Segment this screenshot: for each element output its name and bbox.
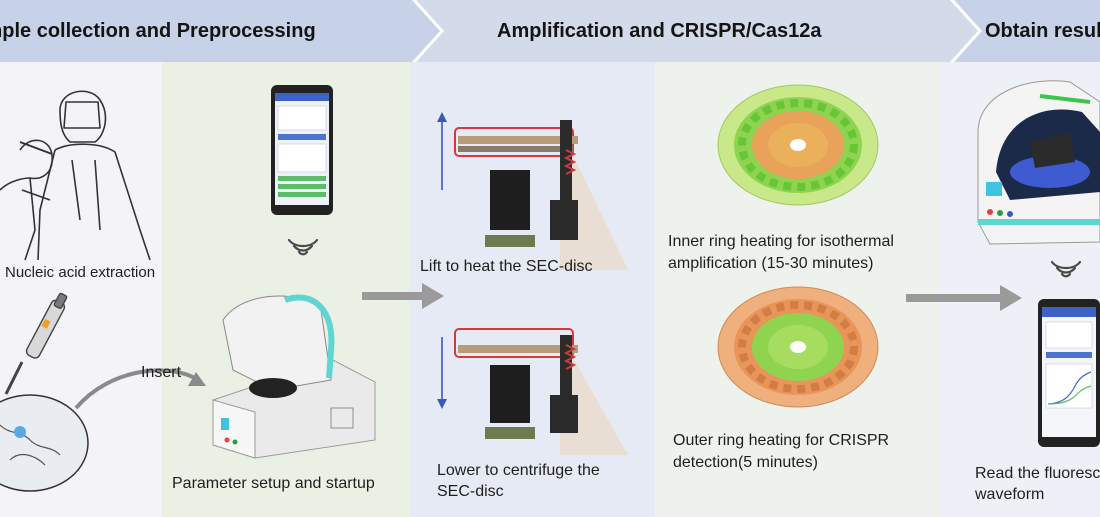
lift-mechanism-icon xyxy=(437,112,628,270)
pipette-icon xyxy=(4,292,68,395)
insert-arrow xyxy=(74,368,206,410)
wireless-signal-icon-results xyxy=(1050,260,1082,278)
label-insert: Insert xyxy=(141,364,182,381)
fluorescence-reader-icon xyxy=(977,80,1100,245)
label-parameter-setup: Parameter setup and startup xyxy=(172,475,375,492)
flow-arrow-1 xyxy=(362,283,444,309)
label-inner-line1: Inner ring heating for isothermal xyxy=(668,233,894,250)
label-lift: Lift to heat the SEC-disc xyxy=(420,258,593,275)
stage-chevron-3 xyxy=(954,0,1100,62)
label-lower-line1: Lower to centrifuge the xyxy=(437,462,600,479)
label-nucleic-acid: Nucleic acid extraction xyxy=(5,264,156,281)
heated-disc-outer-icon xyxy=(717,286,879,408)
label-read-line2: waveform xyxy=(975,486,1045,503)
label-read-line1: Read the fluorescence xyxy=(975,465,1100,482)
label-inner-line2: amplification (15-30 minutes) xyxy=(668,255,874,272)
wireless-signal-icon xyxy=(287,238,319,256)
stage-title-results: Obtain results xyxy=(985,20,1100,42)
stage-title-sample: Sample collection and Preprocessing xyxy=(0,20,316,42)
microfluidic-disc-icon xyxy=(0,394,89,492)
heated-disc-inner-icon xyxy=(717,84,879,206)
stage-chevron-1 xyxy=(0,0,440,62)
label-lower-line2: SEC-disc xyxy=(437,483,504,500)
stage-chevron-2 xyxy=(416,0,978,62)
flow-arrow-2 xyxy=(906,285,1022,311)
stage-header-band xyxy=(0,0,1100,62)
results-phone-icon xyxy=(1038,299,1100,447)
centrifuge-device-icon xyxy=(212,294,376,459)
phone-app-icon xyxy=(271,85,333,215)
label-outer-line2: detection(5 minutes) xyxy=(673,454,818,471)
stage-title-amplification: Amplification and CRISPR/Cas12a xyxy=(497,20,822,42)
person-swab-icon xyxy=(0,90,151,261)
lower-mechanism-icon xyxy=(437,328,628,455)
label-outer-line1: Outer ring heating for CRISPR xyxy=(673,432,890,449)
